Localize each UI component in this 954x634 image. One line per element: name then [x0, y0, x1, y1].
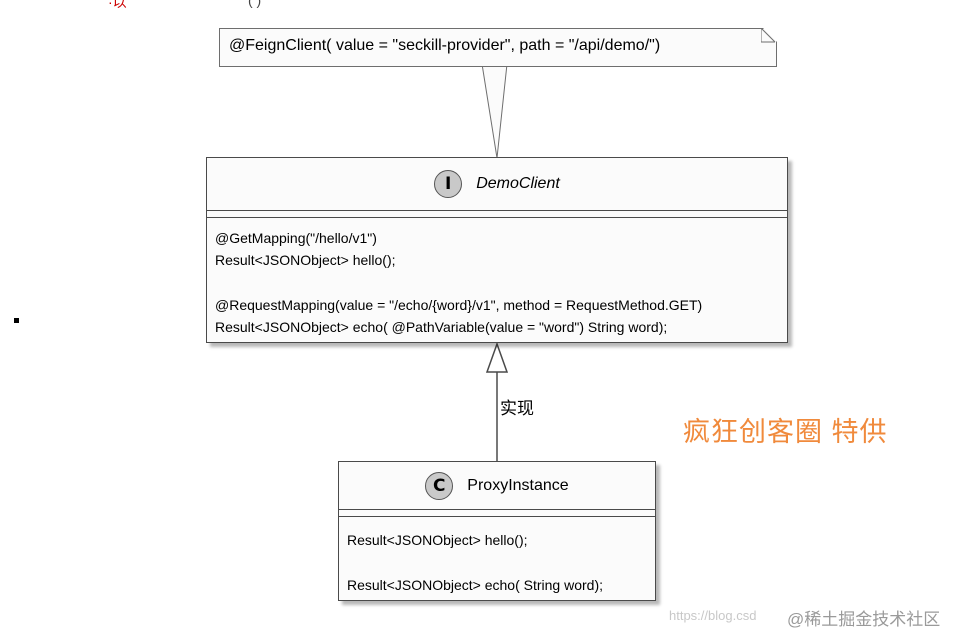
- cropped-top-text-left: ·以: [108, 0, 127, 10]
- realization-label: 实现: [500, 399, 534, 418]
- interface-method-line: @RequestMapping(value = "/echo/{word}/v1…: [215, 297, 703, 313]
- bullet-dot: [14, 318, 19, 323]
- promo-text: 疯狂创客圈 特供: [683, 417, 888, 447]
- impl-method-line: Result<JSONObject> hello();: [347, 532, 528, 548]
- interface-method-line: @GetMapping("/hello/v1"): [215, 230, 377, 246]
- note-pointer: [481, 63, 508, 159]
- impl-class-box[interactable]: C ProxyInstance Result<JSONObject> hello…: [338, 461, 656, 601]
- interface-class-name: DemoClient: [476, 175, 560, 192]
- impl-separator-1: [339, 509, 655, 510]
- interface-badge-icon: I: [434, 170, 463, 198]
- annotation-note-text: @FeignClient( value = "seckill-provider"…: [229, 37, 661, 54]
- watermark-url: https://blog.csd: [669, 608, 757, 623]
- interface-method-line: Result<JSONObject> echo( @PathVariable(v…: [215, 319, 668, 335]
- interface-method-line: Result<JSONObject> hello();: [215, 252, 396, 268]
- note-folded-corner: [761, 28, 776, 43]
- watermark-site: @稀土掘金技术社区: [787, 610, 941, 629]
- class-badge-icon: C: [425, 471, 454, 500]
- interface-class-box[interactable]: I DemoClient @GetMapping("/hello/v1") Re…: [206, 157, 788, 343]
- interface-class-header: I DemoClient: [207, 158, 787, 210]
- impl-class-header: C ProxyInstance: [339, 462, 655, 509]
- impl-separator-2: [339, 516, 655, 517]
- realization-arrowhead: [485, 341, 509, 373]
- cropped-top-text-right: ( ): [248, 0, 262, 8]
- impl-method-line: Result<JSONObject> echo( String word);: [347, 577, 603, 593]
- interface-separator-1: [207, 210, 787, 211]
- interface-separator-2: [207, 217, 787, 218]
- impl-class-name: ProxyInstance: [467, 476, 569, 494]
- annotation-note: [219, 28, 777, 67]
